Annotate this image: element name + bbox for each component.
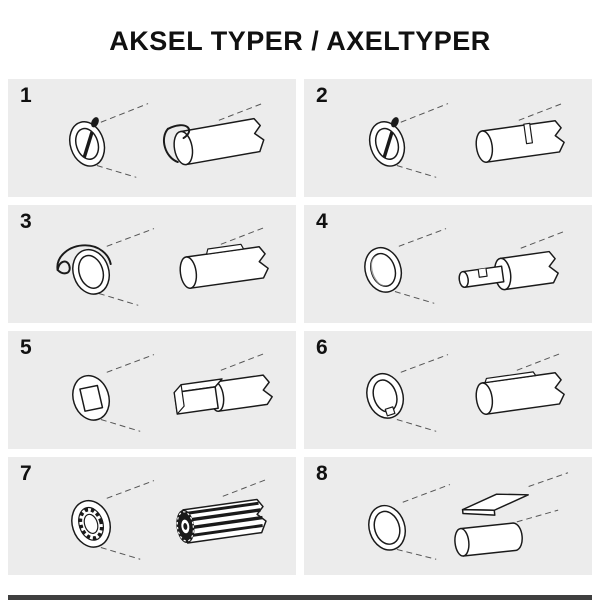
axle-type-2-pin-slot-illustration <box>368 103 565 178</box>
axle-type-cell-1: 1 <box>8 79 296 197</box>
cell-number: 5 <box>20 336 32 359</box>
plain-shaft-drawing <box>454 522 523 557</box>
shaft-with-slot-drawing <box>475 120 565 163</box>
tube-with-keyway-drawing <box>366 372 405 419</box>
axle-type-cell-2: 2 <box>304 79 592 197</box>
axle-type-cell-6: 6 <box>304 331 592 449</box>
axle-type-4-stepped-shaft-illustration <box>364 228 565 304</box>
axle-type-3-spring-clip-key-illustration <box>56 227 269 306</box>
axle-type-cell-4: 4 <box>304 205 592 323</box>
cell-number: 6 <box>316 336 328 359</box>
bottom-divider <box>8 595 592 600</box>
cell-number: 1 <box>20 84 32 107</box>
cell-number: 3 <box>20 210 32 233</box>
wedge-key-drawing <box>461 493 529 516</box>
shaft-with-long-key-drawing <box>475 371 565 415</box>
axle-type-cell-8: 8 <box>304 457 592 575</box>
axle-type-cell-7: 7 <box>8 457 296 575</box>
stepped-shaft-with-notch-drawing <box>458 250 559 291</box>
shaft-with-key-drawing <box>179 243 269 289</box>
axle-type-7-splined-shaft-illustration <box>71 479 267 560</box>
axle-type-6-keyway-illustration <box>366 353 565 432</box>
tube-end-drawing <box>364 246 403 293</box>
tube-with-square-bore-drawing <box>72 374 110 421</box>
cell-number: 2 <box>316 84 328 107</box>
plain-tube-drawing <box>368 504 406 551</box>
axle-types-grid: 1 <box>0 71 600 583</box>
collar-with-pin-drawing <box>68 117 106 167</box>
axle-type-8-loose-key-illustration <box>368 472 569 560</box>
shaft-with-clip-drawing <box>163 117 265 166</box>
splined-tube-drawing <box>71 499 111 548</box>
axle-type-cell-5: 5 <box>8 331 296 449</box>
axle-type-5-square-profile-illustration <box>72 353 273 432</box>
axle-type-1-pin-lock-illustration <box>68 103 265 178</box>
splined-shaft-drawing <box>176 498 267 544</box>
axle-type-cell-3: 3 <box>8 205 296 323</box>
cell-number: 4 <box>316 210 328 233</box>
square-end-shaft-drawing <box>173 374 273 415</box>
page-title: AKSEL TYPER / AXELTYPER <box>109 26 491 56</box>
cell-number: 8 <box>316 462 328 485</box>
cell-number: 7 <box>20 462 32 485</box>
collar-with-pin-drawing <box>368 117 406 167</box>
tube-with-spring-clip-drawing <box>56 244 112 295</box>
